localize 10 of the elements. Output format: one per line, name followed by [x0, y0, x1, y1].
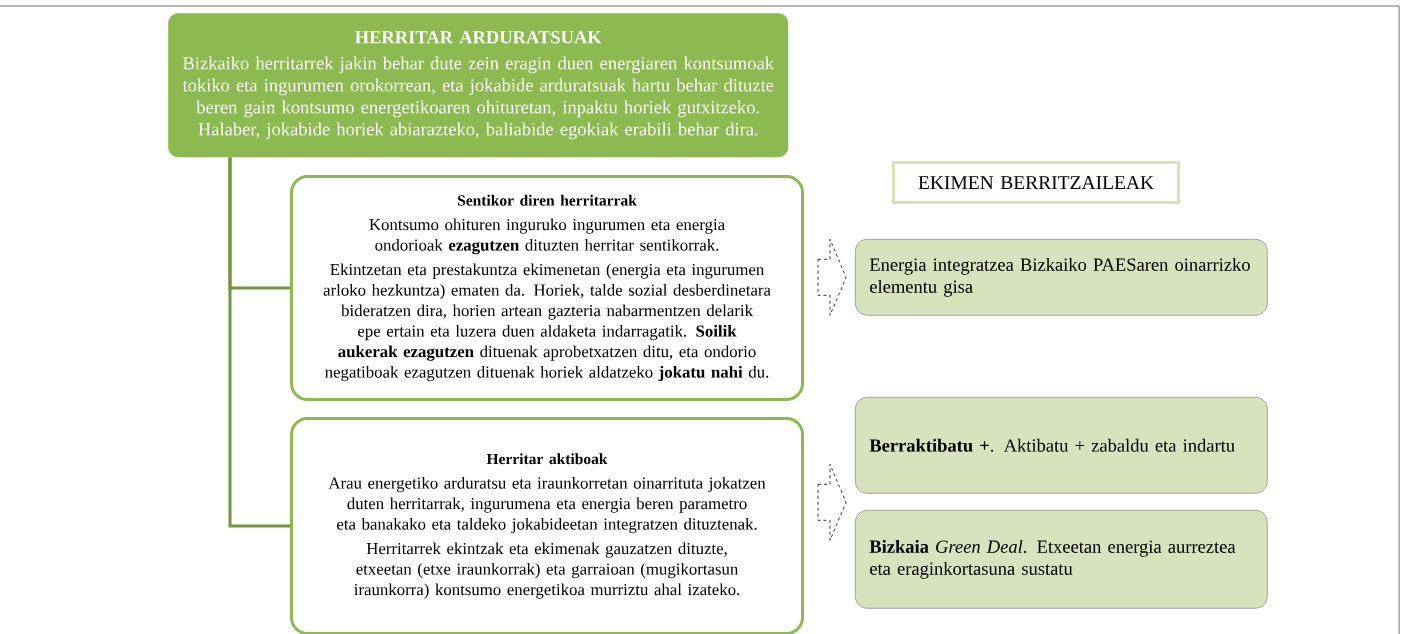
block-arrow — [817, 463, 847, 541]
initiative-box: Bizkaia Green Deal. Etxeetan energia aurreztea eta eraginkortasuna sustatu — [855, 510, 1268, 609]
connector-line — [228, 157, 290, 528]
initiative-box: Berraktibatu +. Aktibatu + zabaldu eta indartu — [855, 397, 1268, 494]
block-arrow — [817, 238, 847, 316]
rounded-box: Sentikor diren herritarrak Kontsumo ohituren inguruko ingurumen eta energia ondorioak ezagutzen dituzten herritar sentikorrak. Ekintzetan eta prestakuntza ekimenetan (energia eta ingurumen arloko hezkuntza) ematen da. Horiek, talde sozial desberdinetara bideratzen dira, horien artean gazteria nabarmentzen delarik epe ertain eta luzera duen aldaketa indarragatik. Soilik aukerak ezagutzen dituenak aprobetxatzen ditu, eta ondorio negatiboak ezagutzen dituenak horiek aldatzeko jokatu nahi du. — [290, 175, 804, 401]
initiative-box: Energia integratzea Bizkaiko PAESaren oinarrizko elementu gisa — [855, 239, 1268, 316]
title-box: EKIMEN BERRITZAILEAK — [892, 161, 1180, 204]
rounded-box: Herritar aktiboak Arau energetiko arduratsu eta iraunkorretan oinarrituta jokatzen duten herritarrak, ingurumena eta energia beren parametro eta banakako eta taldeko jokabideetan integratzen dituztenak. Herritarrek ekintzak eta ekimenak gauzatzen dituzte, etxeetan (etxe iraunkorrak) eta garraioan (mugikortasun iraunkorra) kontsumo energetikoa murriztu ahal izateko. — [290, 417, 804, 634]
heading-box: HERRITAR ARDURATSUAK Bizkaiko herritarrek jakin behar dute zein eragin duen energiaren kontsumoak tokiko eta ingurumen orokorrean, eta jokabide arduratsuak hartu behar dituzte beren gain kontsumo energetikoaren ohituretan, inpaktu horiek gutxitzeko. Halaber, jokabide horiek abiarazteko, baliabide egokiak erabili behar dira. — [168, 13, 789, 158]
